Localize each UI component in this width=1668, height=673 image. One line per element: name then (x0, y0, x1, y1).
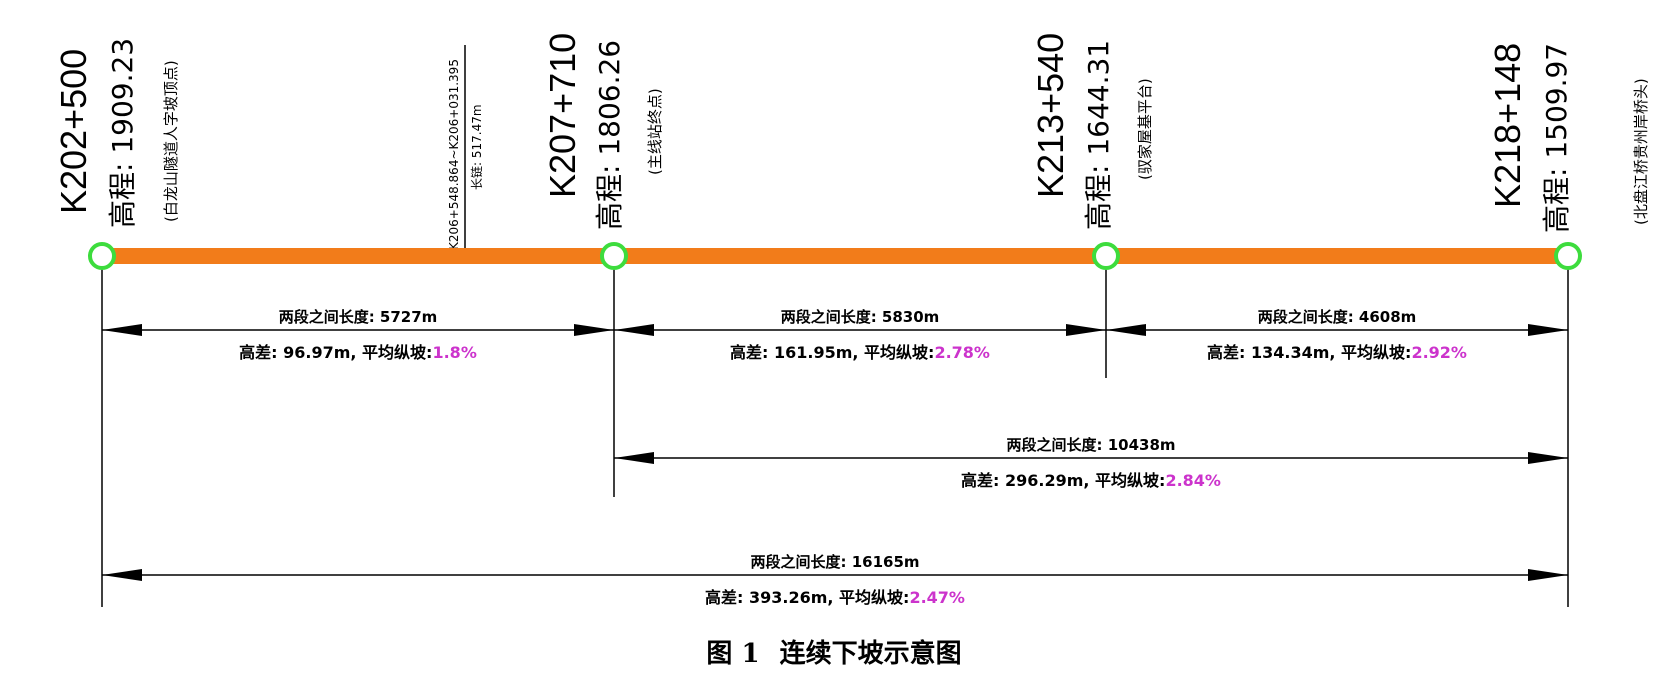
station-elevation: 高程: 1644.31 (1082, 40, 1115, 230)
station-label: K218+148 (1487, 43, 1528, 208)
station-label: K213+540 (1030, 33, 1071, 198)
road-bar (102, 248, 1568, 264)
station-node-k207 (600, 242, 628, 270)
station-k218-group: K218+148 高程: 1509.97 (北盘江桥贵州岸桥头) (1487, 43, 1650, 233)
segment-grade: 2.84% (1165, 471, 1221, 490)
segment-length: 两段之间长度: 10438m (1006, 436, 1175, 454)
segment-length: 两段之间长度: 4608m (1258, 308, 1417, 326)
station-node-k218 (1554, 242, 1582, 270)
segment-diff-prefix: 高差: 296.29m, 平均纵坡: (961, 471, 1165, 490)
segment-diff-prefix: 高差: 134.34m, 平均纵坡: (1207, 343, 1411, 362)
dimension-seg5: 两段之间长度: 16165m 高差: 393.26m, 平均纵坡:2.47% (102, 553, 1568, 607)
figure-caption: 图 1 连续下坡示意图 (706, 638, 961, 669)
segment-diff: 高差: 161.95m, 平均纵坡:2.78% (730, 343, 990, 362)
long-chain-annotation: K206+548.864~K206+031.395 长链: 517.47m (447, 45, 484, 258)
station-note: (北盘江桥贵州岸桥头) (1632, 78, 1650, 225)
segment-length: 两段之间长度: 5727m (279, 308, 438, 326)
station-label: K207+710 (542, 33, 583, 198)
segment-length: 两段之间长度: 16165m (750, 553, 919, 571)
station-elevation: 高程: 1509.97 (1540, 43, 1573, 233)
dimension-seg2: 两段之间长度: 5830m 高差: 161.95m, 平均纵坡:2.78% (614, 308, 1106, 362)
segment-grade: 1.8% (432, 343, 476, 362)
dimension-seg3: 两段之间长度: 4608m 高差: 134.34m, 平均纵坡:2.92% (1106, 308, 1568, 362)
segment-diff-prefix: 高差: 161.95m, 平均纵坡: (730, 343, 934, 362)
segment-diff: 高差: 96.97m, 平均纵坡:1.8% (239, 343, 477, 362)
station-k202-group: K202+500 高程: 1909.23 (白龙山隧道人字坡顶点) (53, 38, 180, 228)
annotation-range: K206+548.864~K206+031.395 (447, 59, 461, 250)
station-note: (白龙山隧道人字坡顶点) (162, 60, 180, 222)
station-note: (驭家屋基平台) (1136, 78, 1154, 180)
station-elevation: 高程: 1806.26 (593, 40, 626, 230)
segment-diff: 高差: 296.29m, 平均纵坡:2.84% (961, 471, 1221, 490)
station-node-k213 (1092, 242, 1120, 270)
segment-diff: 高差: 393.26m, 平均纵坡:2.47% (705, 588, 965, 607)
station-label: K202+500 (53, 49, 94, 214)
segment-grade: 2.92% (1411, 343, 1467, 362)
station-node-k202 (88, 242, 116, 270)
segment-grade: 2.78% (934, 343, 990, 362)
segment-diff-prefix: 高差: 393.26m, 平均纵坡: (705, 588, 909, 607)
annotation-length: 长链: 517.47m (469, 104, 484, 190)
station-k213-group: K213+540 高程: 1644.31 (驭家屋基平台) (1030, 33, 1154, 230)
caption-title: 连续下坡示意图 (780, 638, 962, 669)
station-k207-group: K207+710 高程: 1806.26 (主线站终点) (542, 33, 664, 230)
segment-length: 两段之间长度: 5830m (781, 308, 940, 326)
dimension-seg1: 两段之间长度: 5727m 高差: 96.97m, 平均纵坡:1.8% (102, 308, 614, 362)
station-note: (主线站终点) (646, 88, 664, 175)
segment-diff: 高差: 134.34m, 平均纵坡:2.92% (1207, 343, 1467, 362)
station-elevation: 高程: 1909.23 (106, 38, 139, 228)
segment-diff-prefix: 高差: 96.97m, 平均纵坡: (239, 343, 432, 362)
segment-grade: 2.47% (909, 588, 965, 607)
caption-figure-number: 图 1 (706, 639, 759, 669)
dimension-seg4: 两段之间长度: 10438m 高差: 296.29m, 平均纵坡:2.84% (614, 436, 1568, 490)
